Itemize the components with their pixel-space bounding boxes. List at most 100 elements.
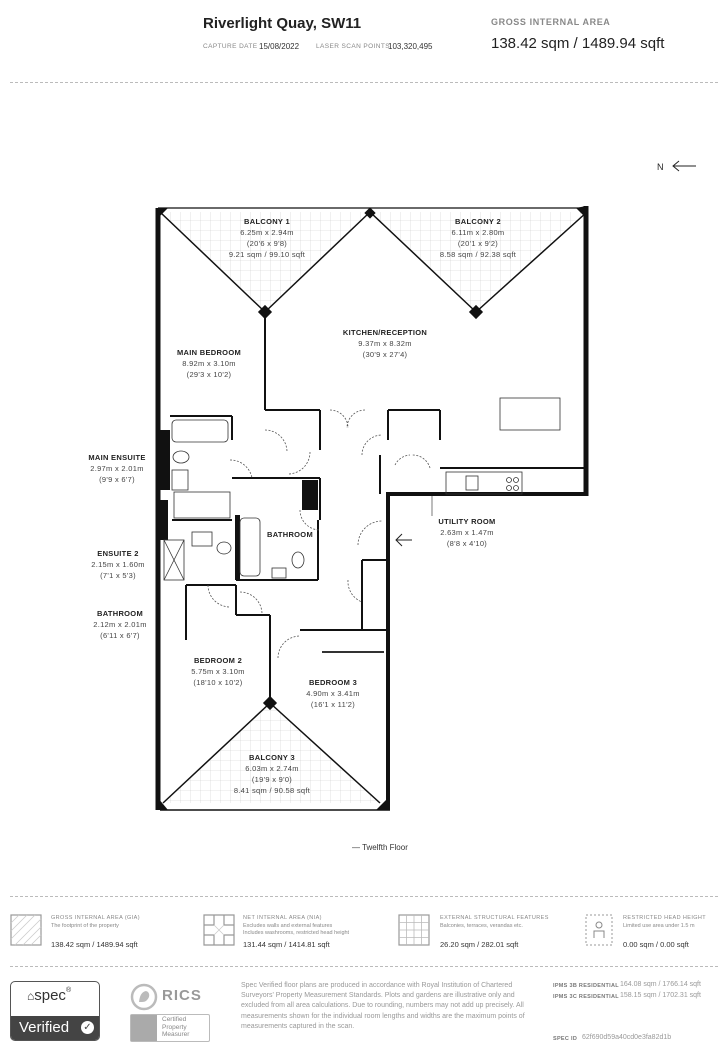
kitchen-name: KITCHEN/RECEPTION	[343, 328, 427, 337]
balcony-1-area	[160, 212, 370, 312]
balcony-1-dims: 6.25m x 2.94m	[240, 228, 294, 237]
gia-icon	[10, 914, 42, 946]
legend-rhh-value: 0.00 sqm / 0.00 sqft	[623, 940, 689, 949]
ensuite-2-imperial: (7'1 x 5'3)	[100, 571, 136, 580]
room-label-main-ensuite: MAIN ENSUITE 2.97m x 2.01m (9'9 x 6'7)	[88, 453, 145, 484]
laser-scan-label: LASER SCAN POINTS	[316, 43, 390, 50]
balcony-diagonals	[159, 211, 588, 804]
room-label-kitchen: KITCHEN/RECEPTION 9.37m x 8.32m (30'9 x …	[343, 328, 427, 359]
balcony-3-dims: 6.03m x 2.74m	[245, 764, 299, 773]
rics-mini-icon	[131, 1015, 157, 1041]
legend-ext-title: EXTERNAL STRUCTURAL FEATURES	[440, 915, 549, 921]
legend-nia-sub: Excludes walls and external features Inc…	[243, 923, 350, 936]
legend-gia-title: GROSS INTERNAL AREA (GIA)	[51, 915, 140, 921]
spec-id-label: SPEC ID	[553, 1036, 578, 1042]
capture-date-label: CAPTURE DATE	[203, 43, 258, 50]
room-label-main-bedroom: MAIN BEDROOM 8.92m x 3.10m (29'3 x 10'2)	[177, 348, 241, 379]
bathroom-inner-name: BATHROOM	[267, 530, 313, 539]
interior-walls	[170, 312, 586, 705]
main-ensuite-imperial: (9'9 x 6'7)	[99, 475, 135, 484]
room-label-balcony-1: BALCONY 1 6.25m x 2.94m (20'6 x 9'8) 9.2…	[229, 217, 306, 259]
disclaimer-text: Spec Verified floor plans are produced i…	[241, 982, 525, 1030]
balcony-3-area: 8.41 sqm / 90.58 sqft	[234, 786, 311, 795]
legend-divider	[10, 896, 718, 897]
door-swings	[207, 409, 431, 659]
legend-ext-value: 26.20 sqm / 282.01 sqft	[440, 940, 519, 949]
legend-rhh-title: RESTRICTED HEAD HEIGHT	[623, 915, 707, 921]
rics-logo: RICS	[130, 982, 210, 1012]
entrance-arrow-icon	[395, 533, 412, 547]
spec-logo: ⌂spec®	[27, 987, 72, 1004]
wall-blocks	[156, 430, 318, 580]
capture-date-value: 15/08/2022	[259, 42, 300, 51]
bedroom-2-dims: 5.75m x 3.10m	[191, 667, 245, 676]
ipms-3c-label: IPMS 3C RESIDENTIAL	[553, 994, 619, 1000]
property-title: Riverlight Quay, SW11	[203, 15, 362, 32]
bedroom-2-name: BEDROOM 2	[194, 656, 242, 665]
room-label-bathroom: BATHROOM 2.12m x 2.01m (6'11 x 6'7)	[93, 609, 147, 640]
balcony-2-name: BALCONY 2	[455, 217, 501, 226]
bedroom-2-imperial: (18'10 x 10'2)	[193, 678, 242, 687]
check-icon: ✓	[81, 1021, 94, 1034]
balcony-1-name: BALCONY 1	[244, 217, 290, 226]
verified-text: Verified	[19, 1019, 70, 1036]
main-ensuite-dims: 2.97m x 2.01m	[90, 464, 144, 473]
bathroom-name: BATHROOM	[97, 609, 143, 618]
north-arrow-icon: N	[657, 160, 696, 172]
compass-letter: N	[657, 162, 664, 172]
room-label-balcony-3: BALCONY 3 6.03m x 2.74m (19'9 x 9'0) 8.4…	[234, 753, 311, 795]
balcony-3-area	[163, 703, 380, 803]
bedroom-3-dims: 4.90m x 3.41m	[306, 689, 360, 698]
verified-bar: Verified ✓	[11, 1016, 99, 1040]
legend-gia-value: 138.42 sqm / 1489.94 sqft	[51, 940, 138, 949]
balcony-3-name: BALCONY 3	[249, 753, 295, 762]
bedroom-3-imperial: (16'1 x 11'2)	[311, 700, 355, 709]
utility-name: UTILITY ROOM	[438, 517, 495, 526]
floor-plan: N	[88, 160, 696, 811]
spec-brand: spec	[34, 987, 66, 1004]
grid-icon	[398, 914, 430, 946]
bathroom-dims: 2.12m x 2.01m	[93, 620, 147, 629]
legend-rhh-sub: Limited use area under 1.5 m	[623, 923, 695, 929]
ipms-3b-label: IPMS 3B RESIDENTIAL	[553, 983, 619, 989]
kitchen-dims: 9.37m x 8.32m	[358, 339, 412, 348]
main-bedroom-dims: 8.92m x 3.10m	[182, 359, 236, 368]
room-label-balcony-2: BALCONY 2 6.11m x 2.80m (20'1 x 9'2) 8.5…	[440, 217, 517, 259]
bedroom-3-name: BEDROOM 3	[309, 678, 357, 687]
main-ensuite-name: MAIN ENSUITE	[88, 453, 145, 462]
balcony-2-dims: 6.11m x 2.80m	[452, 228, 505, 237]
balcony-2-imperial: (20'1 x 9'2)	[458, 239, 498, 248]
ensuite-2-dims: 2.15m x 1.60m	[91, 560, 145, 569]
rics-text: RICS	[162, 987, 202, 1004]
legend-gia-sub: The footprint of the property	[51, 923, 119, 929]
utility-dims: 2.63m x 1.47m	[440, 528, 494, 537]
header-divider	[10, 82, 718, 83]
corner-posts	[158, 206, 586, 810]
balcony-1-imperial: (20'6 x 9'8)	[247, 239, 287, 248]
balcony-1-area: 9.21 sqm / 99.10 sqft	[229, 250, 306, 259]
spec-id-value: 62f690d59a40cd0e3fa82d1b	[582, 1034, 672, 1041]
footer-divider	[10, 966, 718, 967]
gia-header-value: 138.42 sqm / 1489.94 sqft	[491, 35, 665, 52]
spec-verified-badge: ⌂spec® Verified ✓	[10, 981, 100, 1041]
rics-certified-text: Certified Property Measurer	[162, 1016, 190, 1038]
rics-lion-icon	[130, 983, 158, 1011]
ipms-3c-value: 158.15 sqm / 1702.31 sqft	[620, 992, 701, 999]
balcony-2-area: 8.58 sqm / 92.38 sqft	[440, 250, 517, 259]
ipms-3b-value: 164.08 sqm / 1766.14 sqft	[620, 981, 701, 988]
legend-nia-value: 131.44 sqm / 1414.81 sqft	[243, 940, 330, 949]
room-label-bedroom-3: BEDROOM 3 4.90m x 3.41m (16'1 x 11'2)	[306, 678, 360, 709]
utility-imperial: (8'8 x 4'10)	[447, 539, 487, 548]
ensuite-2-name: ENSUITE 2	[97, 549, 138, 558]
main-bedroom-imperial: (29'3 x 10'2)	[187, 370, 232, 379]
laser-scan-value: 103,320,495	[388, 42, 433, 51]
balcony-2-area	[370, 212, 587, 312]
room-label-bedroom-2: BEDROOM 2 5.75m x 3.10m (18'10 x 10'2)	[191, 656, 245, 687]
legend-nia-title: NET INTERNAL AREA (NIA)	[243, 915, 322, 921]
bathroom-imperial: (6'11 x 6'7)	[100, 631, 140, 640]
main-bedroom-name: MAIN BEDROOM	[177, 348, 241, 357]
person-icon	[585, 914, 613, 946]
room-label-ensuite-2: ENSUITE 2 2.15m x 1.60m (7'1 x 5'3)	[91, 549, 145, 580]
legend-ext-sub: Balconies, terraces, verandas etc.	[440, 923, 523, 929]
room-label-utility: UTILITY ROOM 2.63m x 1.47m (8'8 x 4'10)	[438, 517, 495, 548]
